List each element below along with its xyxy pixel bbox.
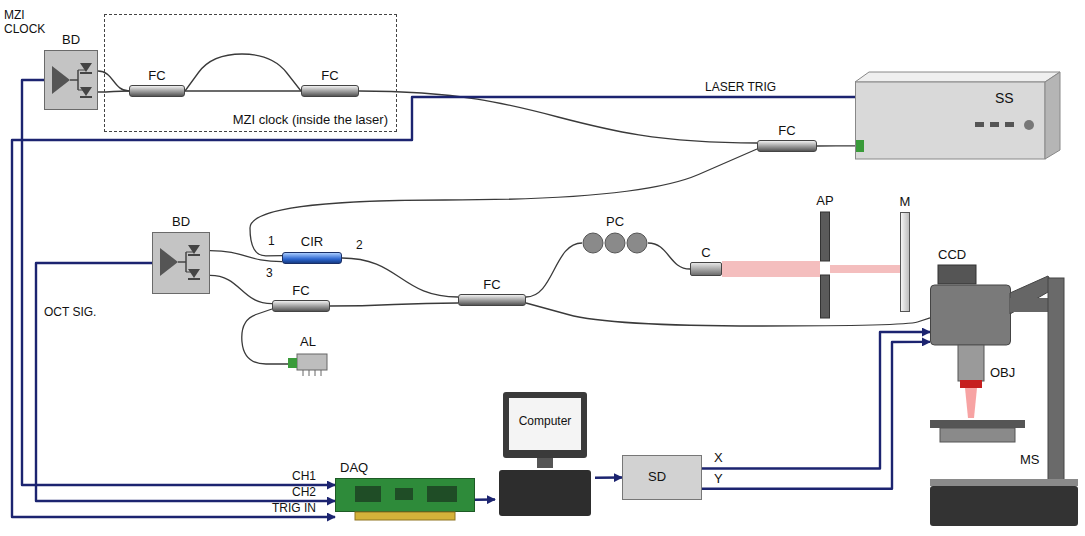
computer: Computer: [495, 392, 595, 520]
balanced-detector: BD: [152, 232, 210, 294]
part-label: MS: [1020, 453, 1040, 467]
signal-wire: [475, 498, 495, 501]
component-label: C: [701, 246, 710, 260]
mirror: M: [900, 212, 910, 312]
daq-board: DAQ: [335, 478, 475, 520]
component-label: FC: [292, 284, 309, 298]
balanced-detector: BD: [44, 50, 98, 110]
component-label: SS: [995, 90, 1014, 106]
aperture: AP: [820, 212, 830, 318]
optical-fiber: [98, 71, 129, 91]
computer-symbol: [495, 392, 595, 520]
optical-fiber: [342, 258, 458, 297]
optical-fiber: [210, 251, 282, 262]
optical-fiber: [185, 54, 301, 91]
daq-board-symbol: [335, 478, 475, 520]
optical-fiber: [242, 309, 288, 364]
signal-label: MZI CLOCK: [4, 8, 50, 36]
component-label: AP: [816, 194, 833, 208]
aiming-laser: AL: [288, 352, 328, 376]
scanner-driver: SD: [622, 455, 702, 500]
optical-fiber: [250, 149, 757, 256]
collimated-beam: [722, 261, 820, 277]
fiber-coupler: FC: [458, 294, 526, 306]
swept-source-laser: SS: [855, 72, 1060, 160]
aiming-laser-symbol: [288, 352, 328, 376]
optical-fiber: [185, 90, 301, 91]
optical-fiber: [817, 145, 855, 146]
signal-wire: [595, 476, 622, 479]
signal-label: 2: [356, 238, 363, 252]
signal-label: LASER TRIG: [705, 80, 776, 94]
collimator: C: [690, 262, 722, 276]
apertured-beam: [830, 265, 900, 273]
component-label: BD: [172, 215, 190, 229]
microscope: CCD OBJ MS: [930, 248, 1078, 530]
component-label: CIR: [301, 235, 323, 249]
component-label: MZI clock (inside the laser): [233, 113, 388, 127]
fiber-coupler: FC: [129, 85, 185, 97]
component-label: FC: [148, 69, 165, 83]
signal-label: CH1: [292, 469, 316, 483]
polarization-controller-symbol: [582, 232, 648, 254]
axis-label: X: [712, 451, 725, 465]
swept-source-laser-symbol: [855, 72, 1060, 160]
microscope-symbol: [930, 248, 1078, 530]
optical-fiber: [330, 303, 458, 306]
signal-label: CH2: [292, 485, 316, 499]
axis-label: Y: [712, 472, 725, 486]
component-label: AL: [300, 335, 316, 349]
component-label: SD: [623, 470, 691, 484]
signal-label: OCT SIG.: [44, 305, 96, 319]
optical-fiber: [210, 275, 272, 303]
optical-fiber: [359, 91, 757, 143]
component-label: CCD: [938, 248, 966, 262]
optical-fiber: [526, 303, 930, 326]
component-label: PC: [606, 215, 624, 229]
fiber-coupler: FC: [757, 140, 817, 152]
optical-fiber: [98, 91, 129, 92]
balanced-detector-symbol: [152, 232, 210, 294]
fiber-coupler: FC: [272, 300, 330, 312]
mzi-clock-region: MZI clock (inside the laser) FC FC: [104, 14, 397, 132]
component-label: FC: [778, 124, 795, 138]
fiber-coupler: FC: [301, 85, 359, 97]
component-label: FC: [483, 278, 500, 292]
polarization-controller: PC: [582, 232, 648, 254]
signal-wire: [702, 332, 930, 469]
component-label: Computer: [495, 414, 595, 428]
part-label: OBJ: [990, 366, 1015, 380]
signal-label: 1: [268, 234, 275, 248]
signal-label: TRIG IN: [272, 501, 316, 515]
optical-fiber: [526, 243, 582, 297]
signal-wire: [702, 342, 930, 489]
signal-wire: [36, 263, 335, 501]
signal-label: 3: [266, 266, 273, 280]
component-label: M: [900, 195, 911, 209]
optical-fiber: [648, 243, 690, 269]
signal-wire: [12, 97, 855, 517]
component-label: FC: [321, 69, 338, 83]
aperture-symbol: [820, 212, 830, 318]
component-label: DAQ: [340, 461, 368, 475]
circulator: CIR: [282, 252, 342, 264]
component-label: BD: [62, 33, 80, 47]
balanced-detector-symbol: [44, 50, 98, 110]
